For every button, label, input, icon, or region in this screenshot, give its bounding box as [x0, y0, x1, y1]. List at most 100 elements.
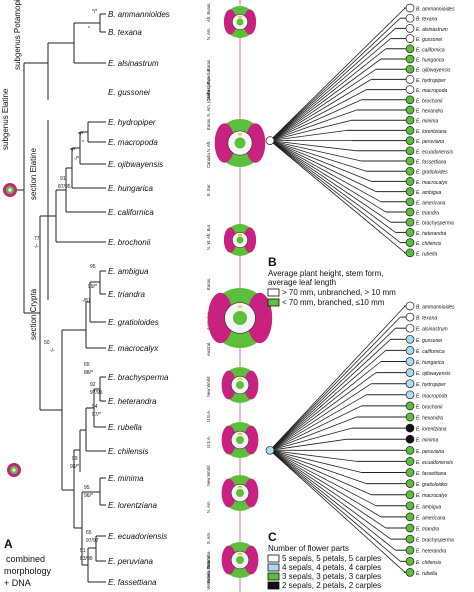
- b-diag: [269, 7, 406, 141]
- flower-ovary: [236, 18, 244, 26]
- b-taxon: E. macrocalyx: [416, 180, 448, 186]
- c-tip-node: [405, 501, 415, 511]
- b-taxon: E. gussonei: [416, 37, 443, 43]
- panel-b-title-1: Average plant height, stem form,: [268, 269, 383, 278]
- c-tip-node: [405, 312, 415, 322]
- region-label: N. Am.: [206, 500, 211, 513]
- b-diag: [269, 140, 401, 243]
- support-value: 50: [44, 340, 50, 346]
- region-label: Malta Lampedus: [206, 69, 211, 100]
- c-diag: [269, 394, 367, 451]
- region-label: U.S.A.: [206, 436, 211, 448]
- c-tip-node: [405, 368, 415, 377]
- b-tip-node: [405, 146, 415, 156]
- c-diag: [269, 449, 396, 551]
- b-taxon: E. hexandra: [416, 109, 443, 115]
- flower-stamen: [238, 432, 242, 436]
- legend-b-label-2: < 70 mm, branched, ≤10 mm: [282, 298, 385, 307]
- c-taxon: E. hydropiper: [416, 382, 446, 388]
- c-tip-node: [405, 512, 415, 522]
- flower-stamen: [238, 15, 242, 19]
- taxon-label: E. peruviana: [108, 557, 153, 566]
- b-taxon: E. triandra: [416, 211, 439, 217]
- b-taxon: E. alsinastrum: [416, 27, 448, 33]
- b-tip-node: [405, 34, 415, 43]
- b-tip-node: [405, 126, 415, 135]
- b-taxon: E. californica: [416, 47, 445, 53]
- b-diag: [269, 28, 396, 141]
- flower-stamen: [238, 485, 242, 489]
- support-value: 97/95: [90, 390, 103, 396]
- support-value: -/*: [74, 156, 79, 162]
- legend-b-swatch-2: [267, 298, 280, 307]
- region-label: E. Eur.: [206, 183, 211, 196]
- b-taxon: E. heterandra: [416, 231, 447, 237]
- legend-c-label-2: 4 sepals, 4 petals, 4 carples: [282, 563, 381, 572]
- taxon-label: E. ecuadoriensis: [108, 532, 167, 541]
- flower-petal: [207, 292, 233, 344]
- support-value: 96/*: [84, 493, 93, 499]
- c-diag: [269, 416, 357, 451]
- c-taxon: E. fassettiana: [416, 471, 447, 477]
- b-diag: [269, 140, 362, 162]
- b-taxon: E. ecuadoriensis: [416, 149, 453, 155]
- clade-label: section Crypta: [29, 288, 38, 340]
- flower-ovary: [236, 556, 244, 564]
- support-value: -/87: [82, 298, 91, 304]
- c-diag: [269, 449, 386, 529]
- clade-label: subgenus Elatine: [1, 88, 10, 150]
- c-tip-node: [405, 568, 415, 577]
- taxon-label: E. ambigua: [108, 267, 149, 276]
- taxon-label: E. triandra: [108, 290, 145, 299]
- c-tip-node: [405, 412, 415, 422]
- b-taxon: E. minima: [416, 119, 438, 125]
- flower-petal: [244, 545, 259, 575]
- c-taxon: E. americana: [416, 515, 446, 521]
- c-taxon: E. alsinastrum: [416, 327, 448, 333]
- b-tip-node: [405, 238, 415, 247]
- c-taxon: E. gussonei: [416, 338, 443, 344]
- c-tip-node: [405, 301, 415, 311]
- c-tip-node: [405, 401, 415, 411]
- taxon-label: E. minima: [108, 474, 144, 483]
- b-diag: [269, 79, 372, 141]
- b-tip-node: [405, 44, 415, 54]
- c-diag: [269, 372, 377, 451]
- c-diag: [269, 449, 362, 473]
- b-tip-node: [405, 166, 415, 176]
- c-diag: [269, 383, 372, 451]
- c-tip-node: [405, 423, 415, 433]
- b-tip-node: [405, 3, 415, 13]
- c-taxon: E. hungarica: [416, 360, 444, 366]
- b-diag: [269, 140, 357, 152]
- support-value: */*: [92, 9, 97, 15]
- c-taxon: E. ecuadoriensis: [416, 460, 453, 466]
- panel-c-title: Number of flower parts: [268, 544, 349, 553]
- support-value: */*: [78, 132, 83, 138]
- b-diag: [269, 130, 348, 141]
- taxon-label: E. lorentziana: [108, 501, 157, 510]
- c-tip-node: [405, 468, 415, 477]
- region-label: Euras.: [206, 278, 211, 290]
- c-tip-node: [405, 556, 415, 566]
- flower-petal: [243, 227, 257, 253]
- panel-b-label: B: [268, 255, 277, 269]
- b-tip-node: [405, 64, 415, 74]
- b-diag: [269, 48, 387, 141]
- c-taxon: E. brachysperma: [416, 538, 454, 544]
- b-tip-node: [405, 217, 415, 227]
- support-value: 83/99: [80, 556, 93, 562]
- c-tip-node: [405, 534, 415, 544]
- b-tip-node: [405, 248, 415, 258]
- legend-c-label-4: 2 sepals, 2 petals, 2 carples: [282, 581, 381, 590]
- c-taxon: E. lorentziana: [416, 427, 447, 433]
- taxon-label: E. hungarica: [108, 184, 153, 193]
- taxon-label: E. alsinastrum: [108, 59, 159, 68]
- b-tip-node: [405, 156, 415, 166]
- c-taxon: E. ojibwayensis: [416, 371, 451, 377]
- b-taxon: B. texana: [416, 17, 437, 23]
- c-diag: [269, 361, 382, 451]
- flower-stamen: [238, 552, 242, 556]
